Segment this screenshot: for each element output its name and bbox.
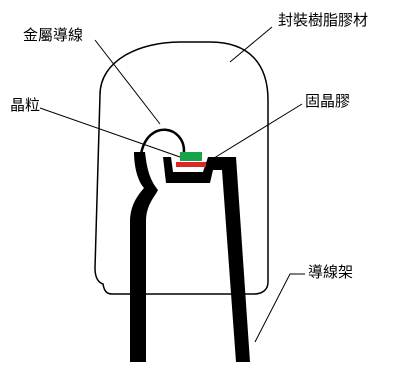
- label-wire: 金屬導線: [23, 26, 83, 44]
- die-attach: [176, 162, 206, 167]
- resin-encapsulation-body: [94, 41, 269, 295]
- leader-line-die-attach: [205, 103, 303, 164]
- chip-die: [180, 152, 202, 161]
- label-die-attach: 固晶膠: [305, 92, 350, 110]
- leader-line-resin: [229, 26, 273, 63]
- left-lead-frame: [130, 152, 158, 362]
- leader-line-chip: [39, 107, 181, 158]
- label-chip: 晶粒: [10, 96, 40, 114]
- label-lead-frame: 導線架: [308, 263, 353, 281]
- leader-line-wire: [94, 39, 161, 125]
- right-lead-frame: [163, 157, 250, 362]
- leader-line-lead-frame: [254, 273, 305, 343]
- label-resin: 封裝樹脂膠材: [278, 11, 368, 29]
